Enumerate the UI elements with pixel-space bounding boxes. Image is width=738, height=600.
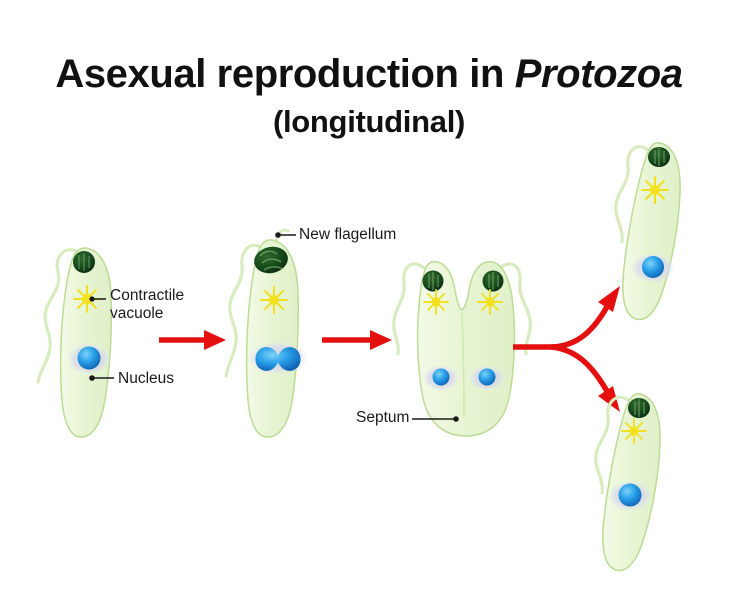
nucleus-icon	[618, 483, 642, 507]
nucleus-icon-right	[478, 368, 496, 386]
contractile-vacuole-icon	[641, 176, 669, 204]
flagellum-icon-right	[498, 262, 532, 356]
kinetoplast-striation	[259, 250, 284, 271]
contractile-vacuole-icon	[73, 285, 101, 313]
contractile-vacuole-icon-left	[423, 289, 449, 315]
leader-new-flagellum	[275, 232, 296, 238]
kinetoplast-striation-right	[488, 272, 499, 290]
nucleus-icon	[642, 256, 664, 278]
flagellum-icon	[594, 395, 630, 495]
leader-nucleus	[89, 375, 114, 381]
nucleus-icon	[77, 346, 101, 370]
contractile-vacuole-icon	[621, 418, 647, 444]
nucleus-icon-left	[432, 368, 450, 386]
flagellum-icon	[224, 243, 264, 378]
kinetoplast-striation	[78, 253, 90, 271]
flagellum-icon-left	[392, 262, 426, 356]
flagellum-icon	[36, 248, 80, 384]
contractile-vacuole-icon	[260, 286, 288, 314]
stage-4-daughter-cell-upper	[614, 141, 681, 321]
arrow-stage2-to-stage3	[322, 330, 392, 350]
contractile-vacuole-icon-right	[477, 289, 503, 315]
leader-contractile-vacuole	[89, 296, 106, 302]
stage-5-daughter-cell-lower	[594, 392, 661, 572]
page-title: Asexual reproduction in Protozoa	[0, 52, 738, 97]
flagellum-icon	[614, 145, 650, 244]
label-new-flagellum: New flagellum	[299, 226, 397, 243]
title-prefix: Asexual reproduction in	[55, 52, 515, 96]
cell-body	[622, 141, 681, 321]
kinetoplast-striation	[654, 148, 665, 166]
label-septum: Septum	[356, 409, 410, 426]
stage-2-dividing-cell	[224, 228, 308, 438]
septum-line	[461, 311, 465, 419]
dividing-nucleus-icon	[255, 347, 301, 371]
label-contractile-vacuole: Contractile vacuole	[110, 287, 185, 323]
stage-1-parent-cell	[36, 247, 112, 438]
kinetoplast-striation	[634, 399, 645, 417]
cell-body	[245, 239, 299, 438]
title-species: Protozoa	[514, 52, 683, 96]
cell-body	[59, 247, 112, 438]
label-nucleus: Nucleus	[118, 370, 174, 387]
stage-3-cleaving-cell	[392, 261, 532, 437]
page-subtitle: (longitudinal)	[272, 104, 466, 139]
arrow-stage3-branching	[513, 286, 620, 412]
arrow-stage1-to-stage2	[159, 330, 226, 350]
kinetoplast-striation-left	[428, 272, 439, 290]
leader-septum	[412, 416, 459, 422]
